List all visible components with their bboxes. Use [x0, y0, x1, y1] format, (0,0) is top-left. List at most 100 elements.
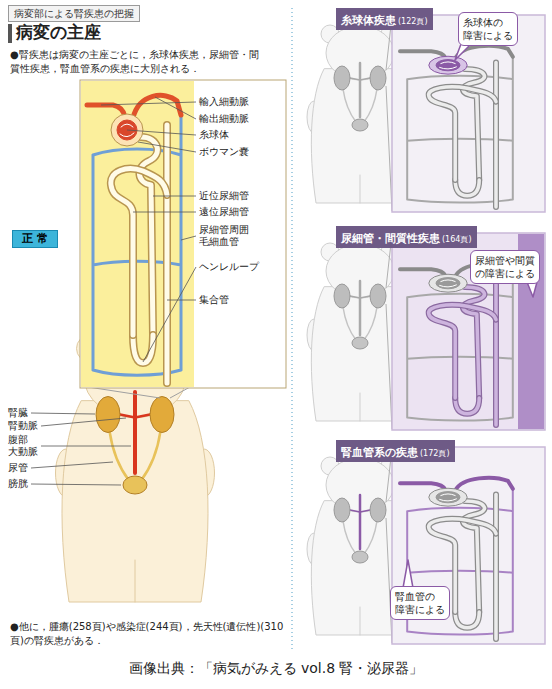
henle-loop-lumen	[455, 398, 479, 414]
part-label: 輸出細動脈	[199, 113, 249, 125]
callout-bubble: 糸球体の 障害による	[458, 12, 518, 46]
magnifier-line	[88, 387, 190, 398]
node-text: (172頁)	[420, 447, 450, 461]
disease-header: 糸球体疾患(122頁)	[336, 8, 433, 30]
distal-tubule-lumen	[429, 305, 496, 398]
nephron-normal	[87, 95, 181, 383]
leader-line	[153, 196, 196, 197]
node-text: (122頁)	[398, 15, 428, 29]
glomerulus	[436, 492, 460, 503]
disease-header: 腎血管系の疾患(172頁)	[336, 440, 455, 462]
bowman-capsule	[429, 274, 467, 292]
part-label: 尿管	[8, 462, 28, 474]
callout-bubble: 腎血管の 障害による	[390, 586, 450, 620]
leader-line	[133, 212, 196, 213]
bladder	[352, 337, 368, 349]
abdominal-aorta	[133, 392, 137, 473]
part-label: 尿細管周囲 毛細血管	[199, 224, 249, 248]
ureter	[343, 307, 377, 340]
node-text: 正 常	[22, 232, 48, 246]
ureter	[343, 89, 377, 122]
bladder	[123, 476, 147, 494]
collecting-duct-lumen	[494, 280, 498, 424]
leader-line	[127, 130, 196, 135]
separator-line	[291, 8, 292, 652]
henle-loop-lumen	[455, 180, 479, 196]
abdominal-aorta	[359, 495, 362, 549]
collecting-duct	[493, 494, 499, 638]
bladder	[352, 119, 368, 131]
node-text: 病変部による腎疾患の把握	[14, 7, 134, 20]
henle-loop-lumen	[455, 612, 479, 628]
leader-line	[41, 418, 126, 426]
nephron-panel	[400, 264, 513, 425]
henle-loop	[455, 398, 479, 414]
renal-artery	[350, 510, 370, 512]
leader-line	[138, 142, 196, 152]
part-label: ボウマン嚢	[199, 146, 249, 158]
page-title: 病変の主座	[16, 22, 101, 42]
distal-tubule	[429, 87, 496, 180]
part-label: 遠位尿細管	[199, 206, 249, 218]
callout-bubble: 尿細管や間質 の障害による	[470, 250, 540, 284]
section-tab: 病変部による腎疾患の把握	[8, 5, 140, 22]
magnifier-line	[386, 234, 392, 429]
leader-line	[181, 236, 196, 240]
part-label: ヘンレループ	[199, 261, 259, 273]
henle-loop	[455, 612, 479, 628]
zoom-panel	[392, 447, 545, 644]
callout-tail	[527, 282, 537, 297]
kidney	[370, 66, 386, 90]
title-bar	[8, 24, 12, 43]
afferent-arteriole	[87, 105, 125, 117]
leader-line	[101, 102, 196, 105]
collecting-duct	[493, 280, 499, 424]
node-text: (164頁)	[442, 233, 472, 247]
glomerulus	[436, 60, 460, 71]
renal-artery	[120, 415, 150, 418]
part-label: 輸入細動脈	[199, 96, 249, 108]
leader-line	[167, 300, 196, 301]
kidney	[370, 498, 386, 522]
collecting-duct-lumen	[165, 125, 170, 383]
collecting-duct	[493, 62, 499, 206]
part-label: 集合管	[199, 294, 229, 306]
zoom-frame	[80, 80, 286, 388]
leader-lines	[31, 44, 537, 588]
collecting-duct-lumen	[494, 62, 498, 206]
ureter	[343, 521, 377, 554]
collecting-duct	[163, 125, 171, 383]
magnifier-line	[386, 16, 392, 211]
callout-tail	[403, 560, 413, 588]
node-text: 糸球体の 障害による	[463, 16, 513, 42]
efferent-arteriole	[455, 478, 513, 491]
node-text: 腎血管の 障害による	[395, 590, 445, 616]
distal-tubule-lumen	[429, 87, 496, 180]
figure-leg-line	[360, 607, 361, 635]
glomerulus	[436, 278, 460, 289]
zoom-panel	[392, 233, 545, 430]
figure-leg-line	[360, 393, 361, 421]
figure-leg-line	[135, 560, 136, 602]
distal-tubule	[111, 169, 167, 335]
leader-line	[31, 462, 113, 468]
disease-header: 尿細管・間質性疾患(164頁)	[336, 226, 477, 248]
part-label: 腎動脈	[8, 420, 38, 432]
glomerulus-loop	[440, 280, 457, 287]
node-text: 腎血管系の疾患	[341, 445, 418, 459]
node-text: 糸球体疾患	[341, 13, 396, 27]
leader-line	[31, 413, 95, 414]
bladder	[352, 551, 368, 563]
node-text: 尿細管や間質 の障害による	[475, 254, 535, 280]
leader-line	[143, 267, 196, 362]
henle-loop	[455, 180, 479, 196]
callout-tail	[455, 44, 471, 60]
state-tag: 正 常	[12, 230, 58, 248]
bowman-capsule	[429, 488, 467, 506]
part-label: 膀胱	[8, 478, 28, 490]
part-label: 腎臓	[8, 407, 28, 419]
nephron-panel	[400, 46, 513, 207]
node-text: 尿細管・間質性疾患	[341, 231, 440, 245]
source-caption: 画像出典：「病気がみえる vol.8 腎・泌尿器」	[0, 660, 552, 677]
